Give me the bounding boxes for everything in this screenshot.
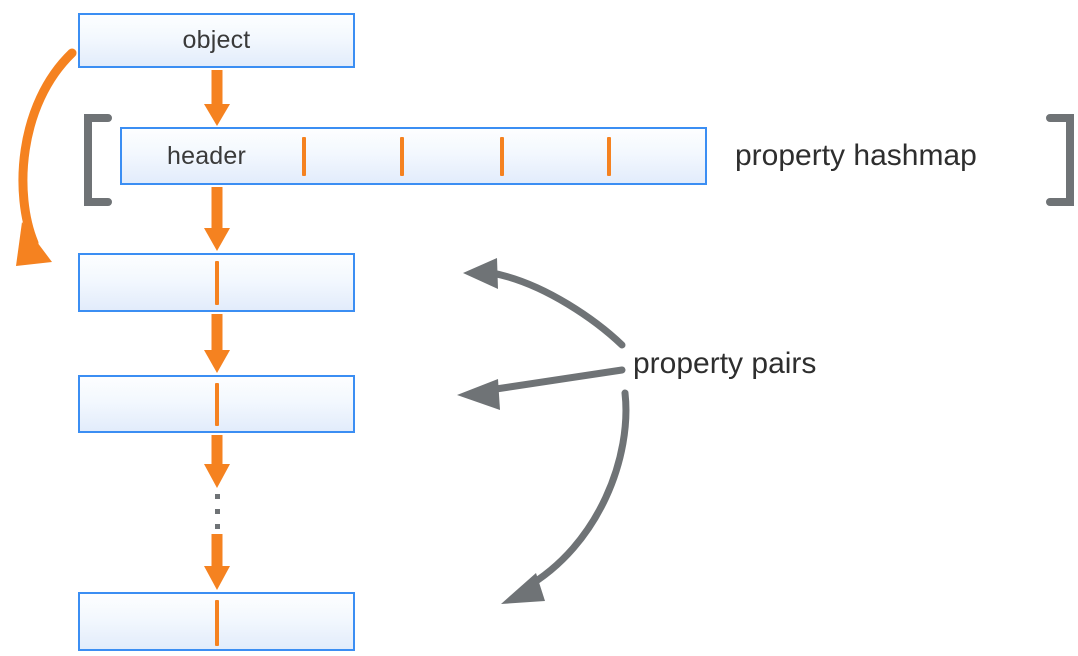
ellipsis-dot-3 — [215, 524, 220, 529]
orange-curve-object-to-pair1 — [16, 48, 77, 266]
bracket-close-icon — [1046, 114, 1074, 206]
gray-callout-arrow-top — [463, 258, 626, 349]
property-pair-divider-1 — [215, 261, 219, 305]
hashmap-tick-1 — [302, 137, 306, 176]
orange-arrow-ellipsis-to-pair3 — [204, 534, 230, 590]
hashmap-tick-4 — [607, 137, 611, 176]
hashmap-tick-2 — [400, 137, 404, 176]
bracket-open-icon — [84, 114, 112, 206]
orange-arrow-header-to-pair1 — [204, 187, 230, 251]
object-box-label: object — [182, 26, 251, 54]
property-hashmap-bar[interactable]: header — [120, 127, 707, 185]
property-hashmap-label: property hashmap — [735, 139, 977, 172]
gray-callout-arrow-middle — [457, 366, 626, 410]
property-pair-divider-2 — [215, 383, 219, 426]
orange-arrow-object-to-header — [204, 70, 230, 126]
object-box[interactable]: object — [78, 13, 355, 68]
property-pairs-label: property pairs — [633, 347, 817, 380]
ellipsis-dot-1 — [215, 494, 220, 499]
header-label: header — [167, 141, 247, 170]
hashmap-tick-3 — [500, 137, 504, 176]
ellipsis-dot-2 — [215, 509, 220, 514]
property-pair-divider-3 — [215, 600, 219, 646]
orange-arrow-pair1-to-pair2 — [204, 314, 230, 373]
orange-arrow-pair2-to-ellipsis — [204, 435, 230, 488]
gray-callout-arrow-bottom — [501, 389, 630, 604]
